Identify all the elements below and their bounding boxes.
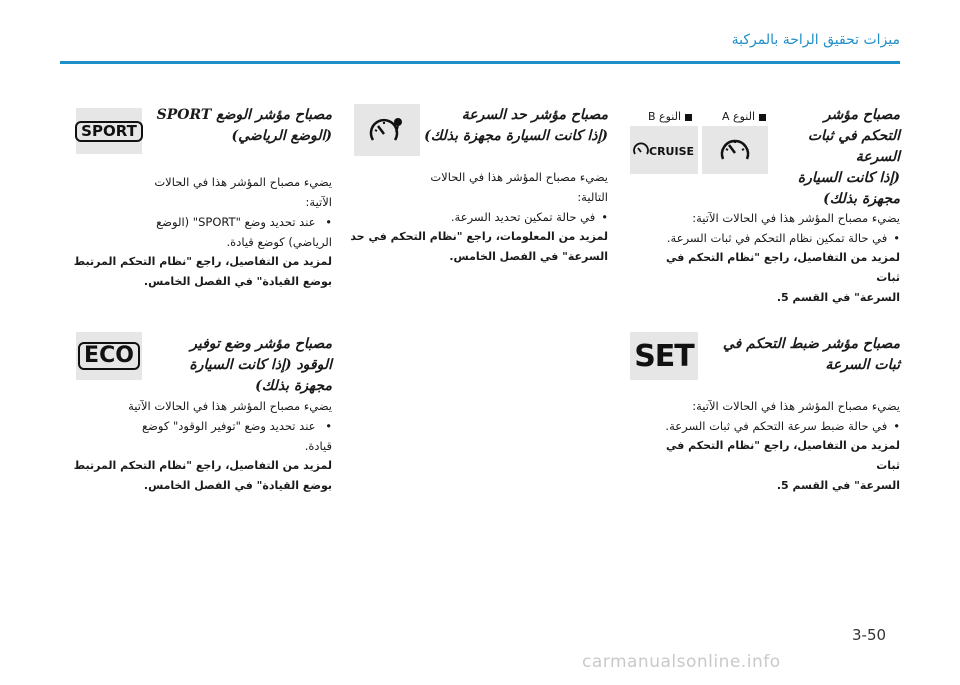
section-speed-limit: مصباح مؤشر حد السرعة (إذا كانت السيارة م… [350, 105, 608, 267]
section-title: مصباح مؤشر حد السرعة (إذا كانت السيارة م… [424, 107, 608, 144]
cruise-text-icon: CRUISE [633, 142, 694, 158]
section-cruise-set: مصباح مؤشر ضبط التحكم في ثبات السرعة [700, 334, 900, 376]
reference-text: لمزيد من التفاصيل، راجع "نظام التحكم في … [665, 439, 900, 492]
intro-text: يضيء مصباح المؤشر هذا في الحالات الآتية: [692, 211, 900, 225]
watermark: carmanualsonline.info [582, 652, 781, 672]
section-cruise-status-body: يضيء مصباح المؤشر هذا في الحالات الآتية:… [640, 208, 900, 308]
bullet-item: في حالة ضبط سرعة التحكم في ثبات السرعة. [640, 416, 900, 436]
section-title: مصباح مؤشر وضع توفير الوقود (إذا كانت ال… [189, 336, 332, 394]
section-sport-mode-body: يضيء مصباح المؤشر هذا في الحالات الآتية:… [72, 172, 332, 292]
square-bullet-icon [685, 113, 693, 121]
section-title: مصباح مؤشر الوضع SPORT (الوضع الرياضي) [156, 107, 332, 144]
eco-mode-indicator: ECO [76, 332, 142, 380]
section-cruise-set-body: يضيء مصباح المؤشر هذا في الحالات الآتية:… [640, 396, 900, 496]
intro-text: يضيء مصباح المؤشر هذا في الحالات الآتية: [154, 175, 332, 209]
intro-text: يضيء مصباح المؤشر هذا في الحالات التالية… [430, 170, 608, 204]
reference-text: لمزيد من التفاصيل، راجع "نظام التحكم الم… [73, 255, 332, 288]
cruise-indicator-type-a [702, 126, 768, 174]
sport-mode-indicator: SPORT [75, 108, 143, 154]
page-header-title: ميزات تحقيق الراحة بالمركبة [731, 32, 900, 48]
reference-text: لمزيد من التفاصيل، راجع "نظام التحكم في … [665, 251, 900, 304]
bullet-item: عند تحديد وضع "توفير الوقود" كوضع قيادة. [72, 416, 332, 456]
bullet-item: في حالة تمكين نظام التحكم في ثبات السرعة… [640, 228, 900, 248]
section-eco-mode-body: يضيء مصباح المؤشر هذا في الحالات الآتية … [72, 396, 332, 496]
cruise-indicator-type-b: CRUISE [630, 126, 698, 174]
section-eco-mode: مصباح مؤشر وضع توفير الوقود (إذا كانت ال… [152, 334, 332, 397]
reference-text: لمزيد من المعلومات، راجع "نظام التحكم في… [350, 230, 608, 263]
set-text-icon: SET [634, 338, 695, 374]
eco-text-icon: ECO [78, 342, 140, 370]
bullet-item: عند تحديد وضع "SPORT" (الوضع الرياضي) كو… [72, 212, 332, 252]
header-rule [60, 61, 900, 64]
reference-text: لمزيد من التفاصيل، راجع "نظام التحكم الم… [73, 459, 332, 492]
speed-limit-gauge-icon [369, 118, 402, 141]
type-b-label: النوع B [648, 110, 693, 123]
section-cruise-status: مصباح مؤشر التحكم في ثبات السرعة (إذا كا… [740, 105, 900, 210]
bullet-item: في حالة تمكين تحديد السرعة. [418, 207, 608, 227]
sport-text-icon: SPORT [75, 120, 143, 142]
section-sport-mode: مصباح مؤشر الوضع SPORT (الوضع الرياضي) [152, 105, 332, 147]
section-title: مصباح مؤشر ضبط التحكم في ثبات السرعة [722, 336, 900, 373]
type-a-label: النوع A [722, 110, 767, 123]
page-number: 3-50 [852, 626, 887, 644]
square-bullet-icon [759, 113, 767, 121]
section-title: مصباح مؤشر التحكم في ثبات السرعة (إذا كا… [797, 107, 900, 207]
cruise-icon-label: CRUISE [649, 145, 694, 158]
intro-text: يضيء مصباح المؤشر هذا في الحالات الآتية [128, 399, 332, 413]
speed-limit-indicator [354, 104, 420, 156]
speedometer-icon [720, 139, 750, 160]
cruise-set-indicator: SET [630, 332, 698, 380]
intro-text: يضيء مصباح المؤشر هذا في الحالات الآتية: [692, 399, 900, 413]
